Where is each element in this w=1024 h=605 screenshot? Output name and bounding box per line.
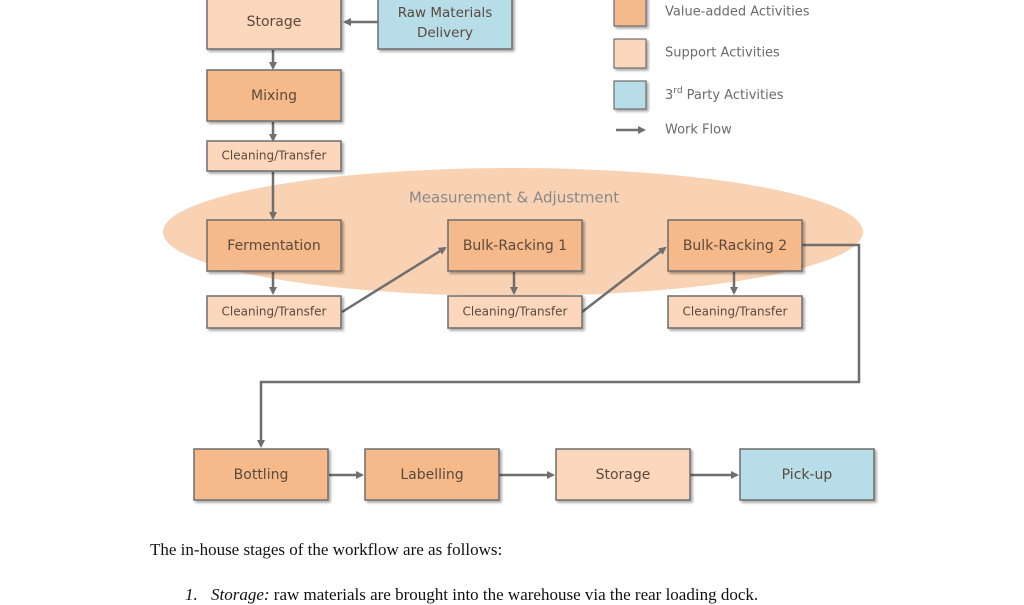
box-cleaning-transfer-4: Cleaning/Transfer <box>667 295 803 329</box>
box-raw-materials-delivery: Raw Materials Delivery <box>377 0 513 50</box>
box-label: Cleaning/Transfer <box>463 305 568 319</box>
list-item-term: Storage: <box>211 585 270 604</box>
legend-item-value-added: Value-added Activities <box>613 0 810 27</box>
box-label: Cleaning/Transfer <box>222 305 327 319</box>
box-label: Cleaning/Transfer <box>222 149 327 163</box>
box-label: Labelling <box>400 467 463 483</box>
box-label: Mixing <box>251 88 297 104</box>
box-cleaning-transfer-3: Cleaning/Transfer <box>447 295 583 329</box>
box-bottling: Bottling <box>193 448 329 501</box>
legend-label: Work Flow <box>665 123 732 138</box>
box-label-line2: Delivery <box>417 25 473 41</box>
legend-swatch-value-added <box>613 0 647 27</box>
legend-item-work-flow: Work Flow <box>616 123 732 138</box>
legend: Value-added Activities Support Activitie… <box>613 0 810 138</box>
list-item-number: 1. <box>185 585 198 604</box>
box-label: Fermentation <box>227 238 320 254</box>
legend-item-third-party: 3rd Party Activities <box>613 80 784 110</box>
box-label: Storage <box>247 14 302 30</box>
box-label: Bulk-Racking 2 <box>683 238 787 254</box>
measurement-adjustment-label: Measurement & Adjustment <box>409 189 619 207</box>
workflow-intro-text: The in-house stages of the workflow are … <box>150 540 503 559</box>
box-mixing: Mixing <box>206 69 342 122</box>
arrow-cleaning-to-bulk1 <box>341 246 447 314</box>
box-bulk-racking-2: Bulk-Racking 2 <box>667 219 803 272</box>
arrow-bulk2-to-bottling <box>257 243 861 448</box>
box-label: Pick-up <box>782 467 833 483</box>
box-label-line1: Raw Materials <box>398 5 493 21</box>
workflow-arrows <box>257 18 861 479</box>
legend-label: 3rd Party Activities <box>665 86 784 103</box>
box-storage-top: Storage <box>206 0 342 50</box>
legend-swatch-support <box>613 38 647 69</box>
box-storage-bottom: Storage <box>555 448 691 501</box>
box-cleaning-transfer-2: Cleaning/Transfer <box>206 295 342 329</box>
box-cleaning-transfer-1: Cleaning/Transfer <box>206 140 342 172</box>
workflow-diagram: Measurement & Adjustment Storage Raw Mat… <box>163 0 875 501</box>
box-fermentation: Fermentation <box>206 219 342 272</box>
legend-label: Support Activities <box>665 46 780 61</box>
list-item: 1. Storage: raw materials are brought int… <box>185 585 758 605</box>
box-pickup: Pick-up <box>739 448 875 501</box>
box-bulk-racking-1: Bulk-Racking 1 <box>447 219 583 272</box>
box-label: Bulk-Racking 1 <box>463 238 567 254</box>
arrow-cleaning-to-bulk2 <box>581 246 667 313</box>
box-labelling: Labelling <box>364 448 500 501</box>
box-label: Bottling <box>234 467 289 483</box>
box-label: Storage <box>596 467 651 483</box>
box-label: Cleaning/Transfer <box>683 305 788 319</box>
legend-label: Value-added Activities <box>665 5 810 20</box>
list-item-text: raw materials are brought into the wareh… <box>269 585 759 604</box>
legend-swatch-third-party <box>613 80 647 110</box>
legend-item-support: Support Activities <box>613 38 780 69</box>
